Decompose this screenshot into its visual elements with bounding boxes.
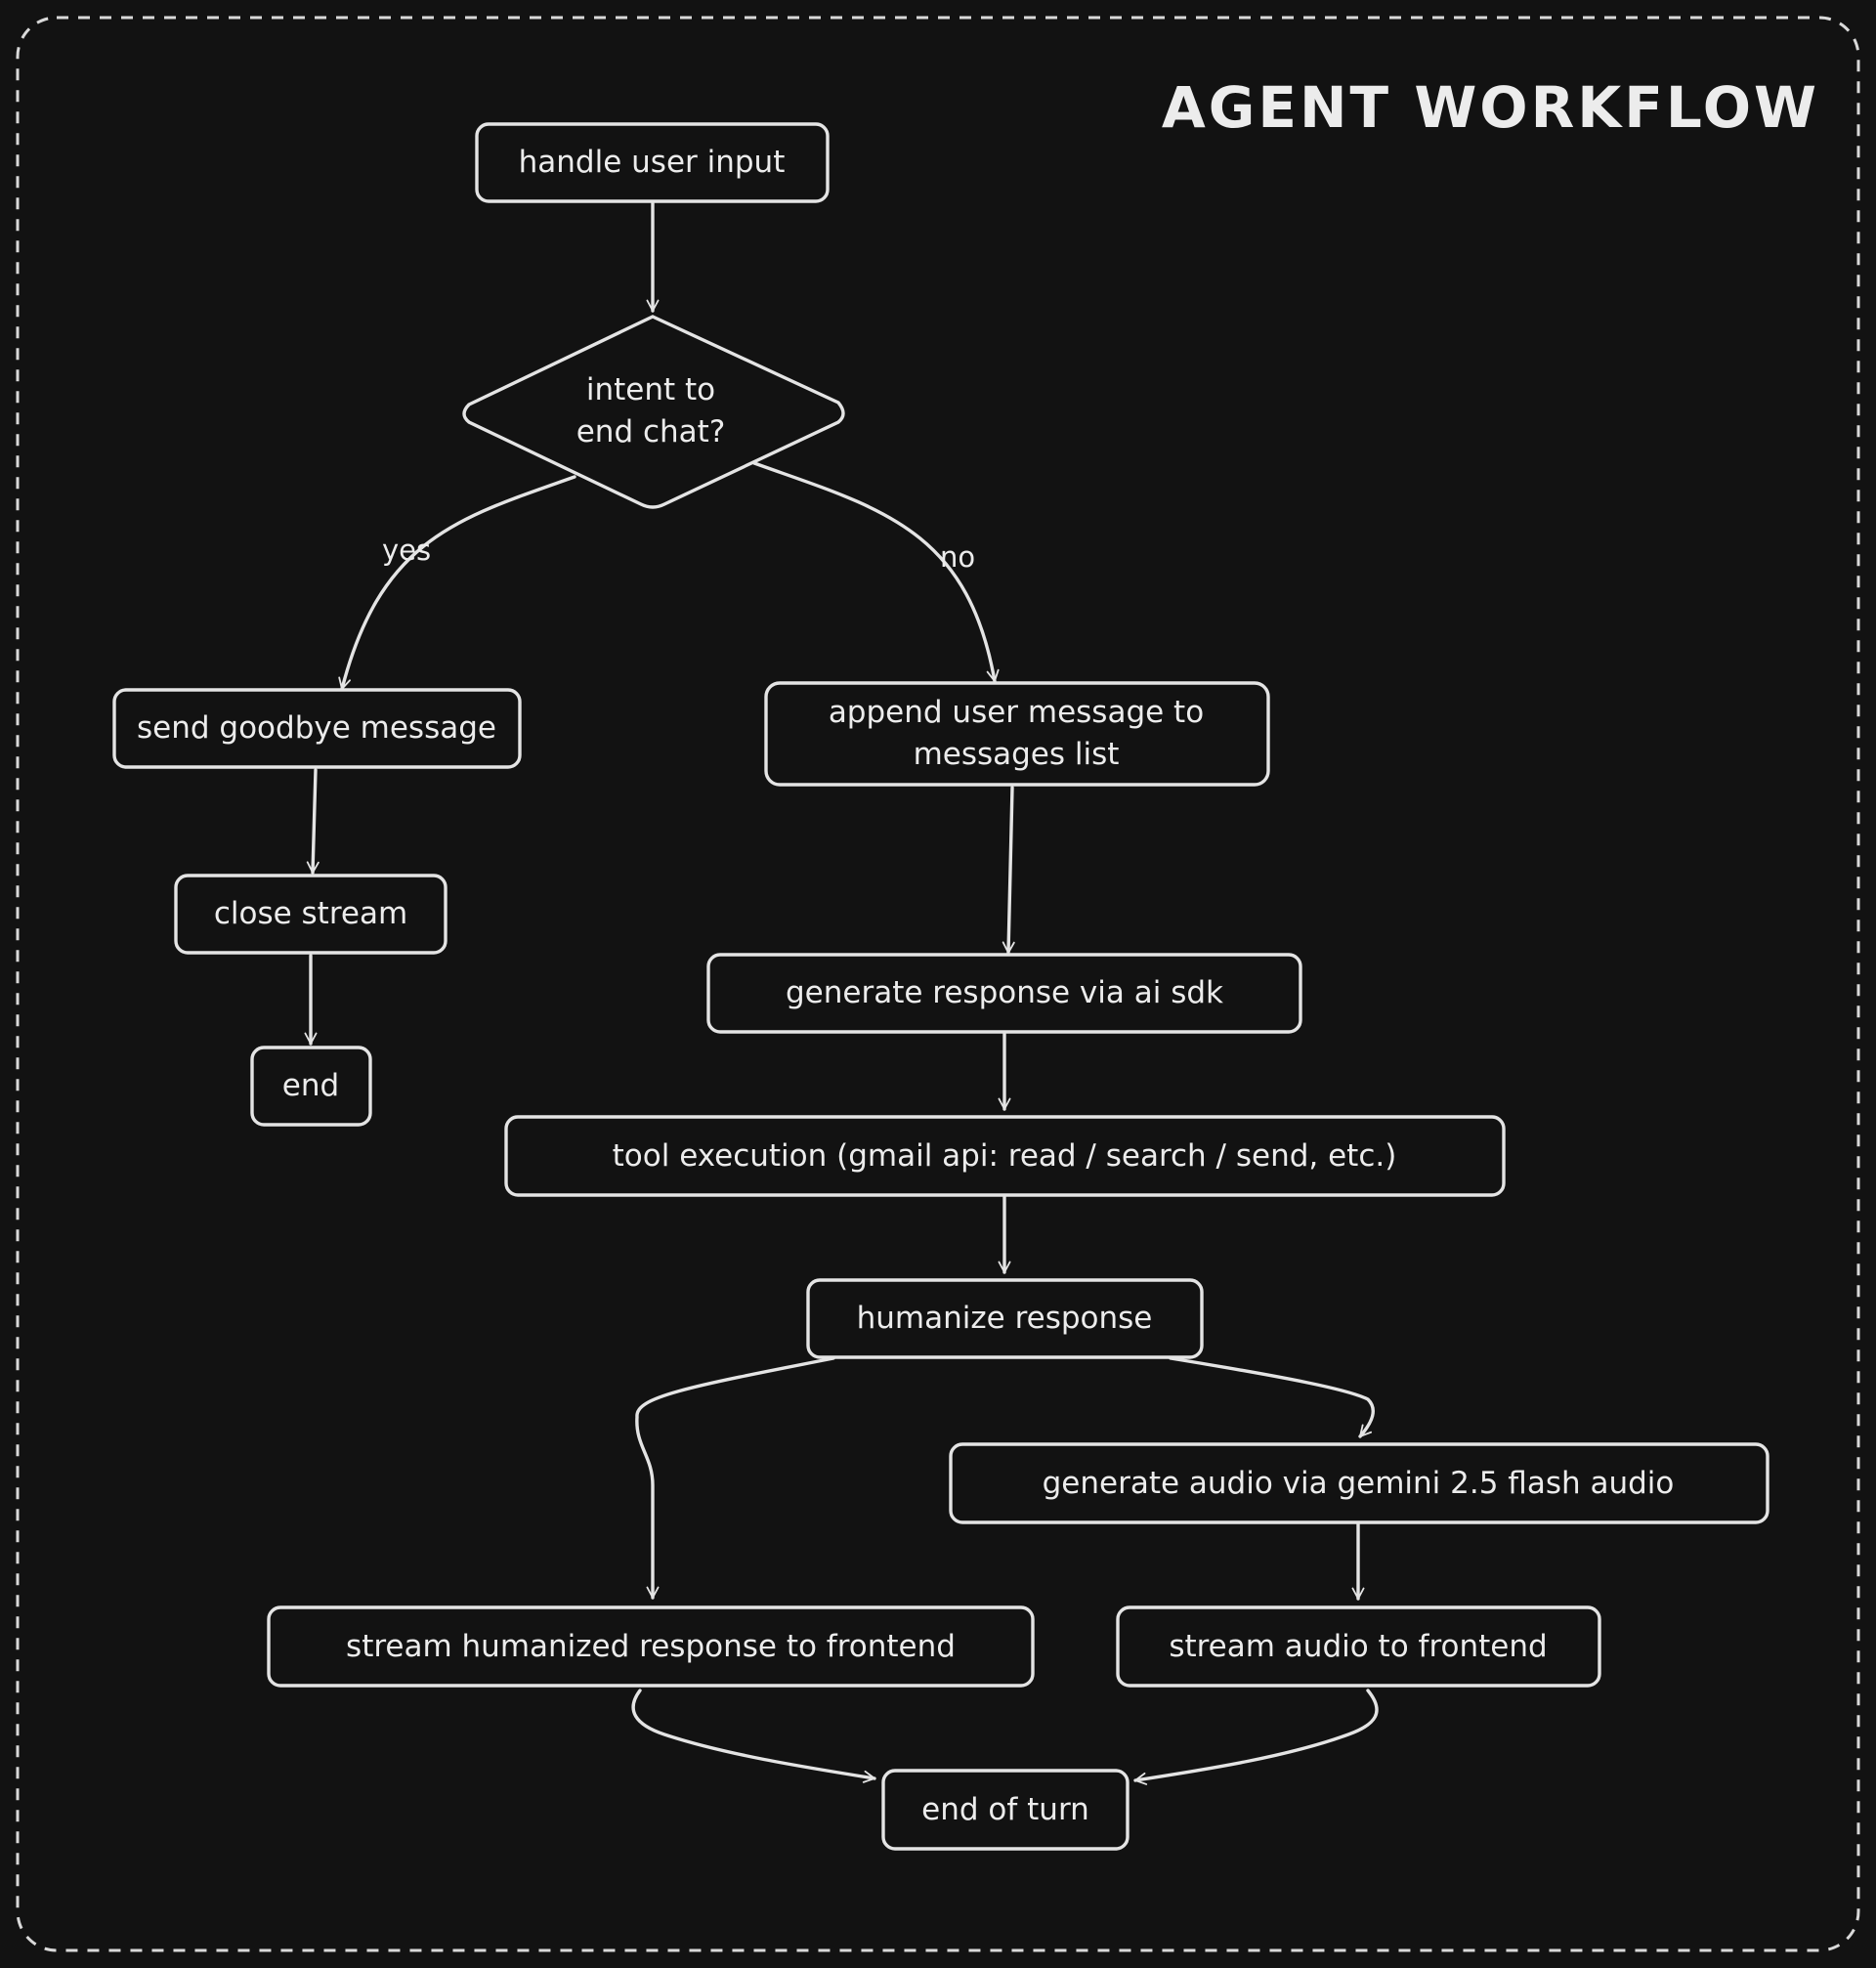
node-label-line2: messages list [914, 737, 1120, 772]
edge-label-yes: yes [382, 534, 431, 567]
edge-humanize-to-stream [635, 1356, 835, 1600]
node-label-line1: append user message to [829, 695, 1204, 730]
node-append-message: append user message to messages list [764, 681, 1270, 787]
node-label: stream audio to frontend [1169, 1629, 1547, 1664]
edge-stream-to-end-of-turn [631, 1689, 876, 1783]
node-label: send goodbye message [137, 710, 496, 746]
node-generate-response: generate response via ai sdk [706, 953, 1302, 1034]
node-intent-decision: intent to end chat? [462, 315, 845, 509]
edge-intent-yes [338, 475, 576, 691]
node-label: stream humanized response to frontend [346, 1629, 956, 1664]
node-label: end of turn [921, 1792, 1089, 1827]
node-label: end [282, 1068, 339, 1103]
edge-audio-stream-to-end-of-turn [1133, 1689, 1379, 1785]
node-humanize-response: humanize response [806, 1278, 1204, 1359]
diagram-title: AGENT WORKFLOW [1162, 74, 1819, 141]
node-handle-user-input: handle user input [475, 122, 830, 203]
node-label: generate response via ai sdk [786, 975, 1223, 1010]
node-label: handle user input [519, 145, 786, 180]
edge-label-no: no [940, 540, 975, 574]
edge-append-to-generate [1002, 786, 1015, 955]
edge-humanize-to-audio [1169, 1356, 1375, 1438]
node-label: close stream [214, 896, 407, 931]
node-end: end [250, 1046, 372, 1127]
edge-goodbye-to-close [306, 768, 320, 875]
node-send-goodbye: send goodbye message [112, 688, 522, 769]
node-close-stream: close stream [174, 874, 448, 955]
node-tool-execution: tool execution (gmail api: read / search… [504, 1115, 1506, 1197]
diagram-frame [16, 16, 1860, 1952]
node-label: humanize response [857, 1301, 1153, 1336]
decision-label-line1: intent to [586, 372, 715, 407]
node-stream-audio: stream audio to frontend [1116, 1605, 1601, 1688]
node-label: tool execution (gmail api: read / search… [613, 1138, 1397, 1174]
node-generate-audio: generate audio via gemini 2.5 flash audi… [949, 1442, 1769, 1524]
node-end-of-turn: end of turn [881, 1769, 1130, 1851]
node-label: generate audio via gemini 2.5 flash audi… [1043, 1466, 1675, 1501]
decision-label-line2: end chat? [576, 414, 726, 449]
node-stream-humanized: stream humanized response to frontend [267, 1605, 1035, 1688]
edge-intent-no [752, 461, 1000, 683]
